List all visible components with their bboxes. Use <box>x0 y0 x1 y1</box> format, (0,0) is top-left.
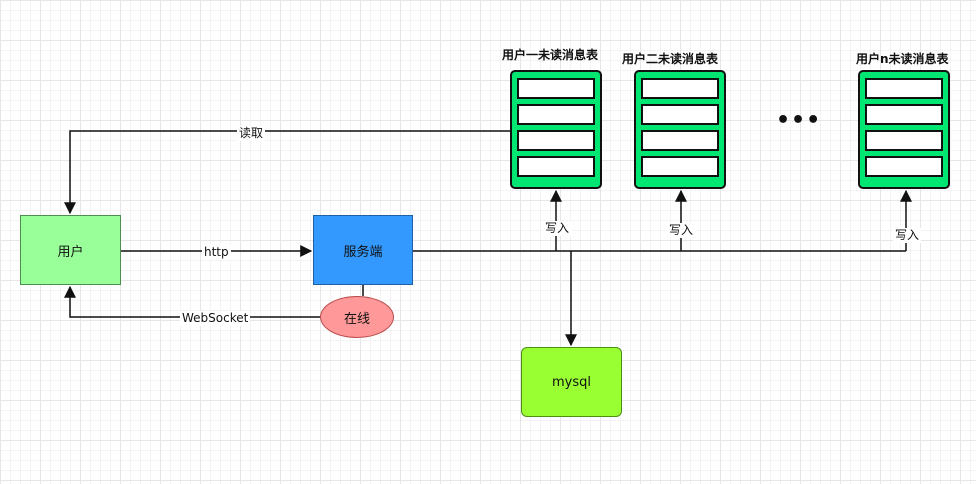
table-row <box>641 130 719 151</box>
table-row <box>865 130 943 151</box>
user-node: 用户 <box>20 215 121 285</box>
unread-table-user2 <box>634 70 726 189</box>
user-node-label: 用户 <box>57 244 84 260</box>
ellipsis-more-tables: ••• <box>776 108 822 133</box>
unread-table-usern <box>858 70 950 189</box>
mysql-node: mysql <box>521 347 622 417</box>
table-row <box>641 156 719 177</box>
websocket-edge-label: WebSocket <box>180 311 251 326</box>
write-label-tablen: 写入 <box>893 228 922 243</box>
table-row <box>641 104 719 125</box>
table-row <box>517 78 595 99</box>
write-label-table2: 写入 <box>667 223 696 238</box>
unread-table-user1 <box>510 70 602 189</box>
online-node-label: 在线 <box>343 311 370 327</box>
mysql-node-label: mysql <box>552 374 591 390</box>
http-edge-label: http <box>202 245 231 260</box>
table-title-usern: 用户n未读消息表 <box>856 52 949 66</box>
online-node: 在线 <box>320 296 394 338</box>
write-label-table1: 写入 <box>543 221 572 236</box>
table-row <box>641 78 719 99</box>
table-title-user1: 用户一未读消息表 <box>502 48 599 62</box>
read-edge-label: 读取 <box>237 126 266 141</box>
table-row <box>865 104 943 125</box>
table-row <box>517 104 595 125</box>
server-node: 服务端 <box>313 215 413 285</box>
table-row <box>517 156 595 177</box>
table-row <box>865 78 943 99</box>
table-row <box>865 156 943 177</box>
table-title-user2: 用户二未读消息表 <box>622 52 719 66</box>
table-row <box>517 130 595 151</box>
server-node-label: 服务端 <box>343 244 383 260</box>
read-edge <box>64 130 510 215</box>
